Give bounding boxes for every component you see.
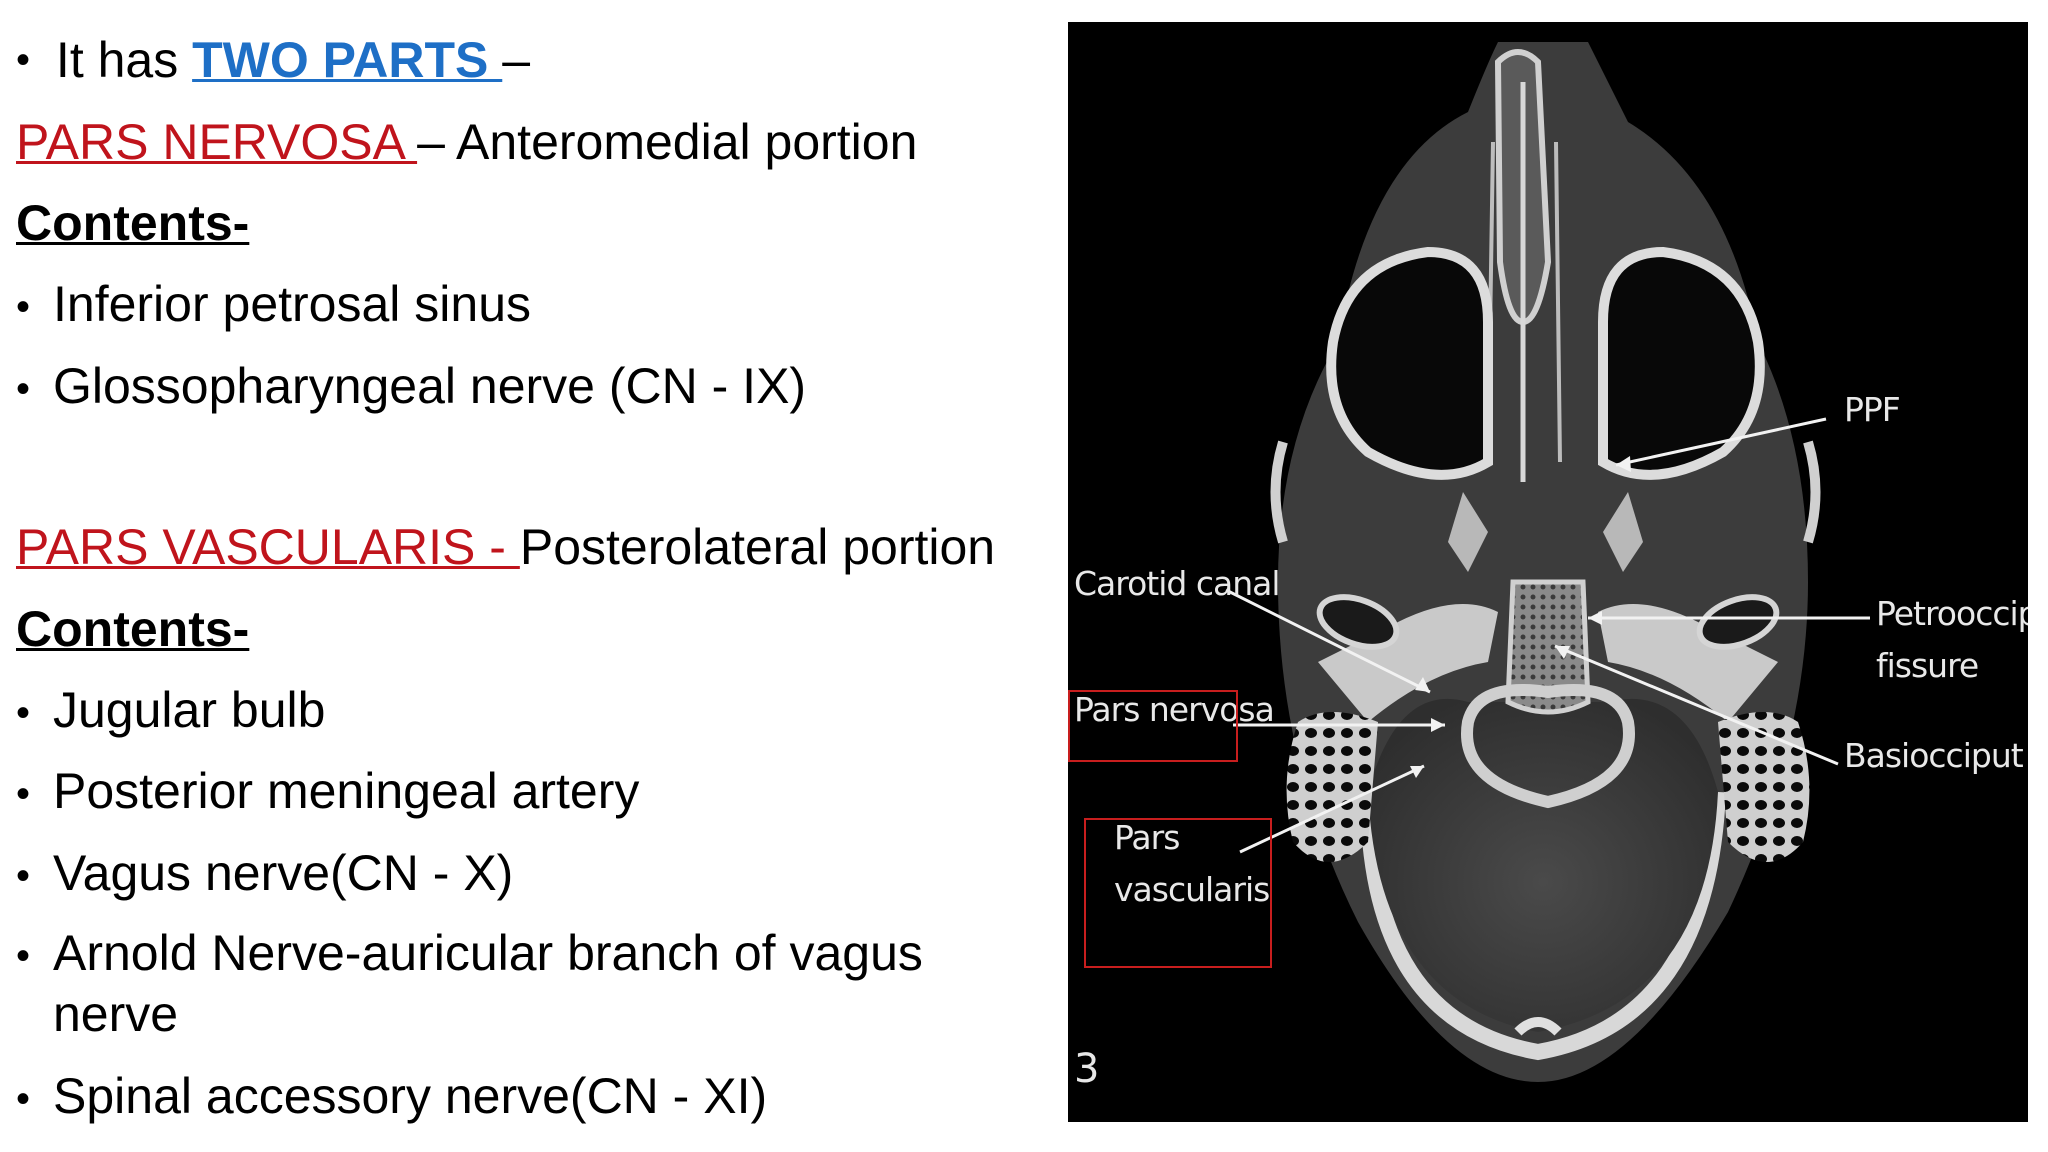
pars-vascularis-heading: PARS VASCULARIS - Posterolateral portion [16, 519, 995, 577]
label-pars-nervosa: Pars nervosa [1074, 690, 1275, 729]
label-fissure: fissure [1876, 646, 1979, 685]
bullet: • [16, 772, 31, 816]
ct-scan-figure: PPF Carotid canal Petrooccipital fissure… [1068, 22, 2028, 1122]
label-carotid-canal: Carotid canal [1074, 564, 1281, 603]
contents-label-nervosa: Contents- [16, 195, 250, 251]
list-item: Jugular bulb [53, 682, 326, 738]
label-basiocciput: Basiocciput [1844, 736, 2024, 775]
label-vascularis: vascularis [1114, 870, 1270, 909]
bullet: • [16, 367, 31, 411]
bullet: • [16, 38, 31, 82]
pars-vascularis-title: PARS VASCULARIS - [16, 519, 520, 575]
label-petrooccipital: Petrooccipital [1876, 594, 2028, 633]
pars-nervosa-box [1068, 690, 1238, 762]
ct-skull-illustration [1225, 42, 1870, 1082]
bullet: • [16, 285, 31, 329]
bullet: • [16, 934, 31, 978]
list-item-continuation: nerve [53, 986, 179, 1042]
figure-number: 3 [1074, 1046, 1099, 1092]
pars-nervosa-title: PARS NERVOSA [16, 114, 418, 170]
pars-nervosa-heading: PARS NERVOSA – Anteromedial portion [16, 114, 917, 172]
list-item: Inferior petrosal sinus [53, 276, 532, 332]
contents-label-vascularis: Contents- [16, 601, 250, 657]
list-item: Posterior meningeal artery [53, 763, 640, 819]
bullet: • [16, 1077, 31, 1121]
list-item: Arnold Nerve-auricular branch of vagus [53, 925, 923, 981]
pars-vascularis-box [1084, 818, 1272, 968]
label-pars: Pars [1114, 818, 1180, 857]
pars-vascularis-desc: Posterolateral portion [519, 519, 996, 575]
intro-suffix: – [502, 32, 531, 88]
bullet: • [16, 854, 31, 898]
list-item: Spinal accessory nerve(CN - XI) [53, 1068, 768, 1124]
list-item: Vagus nerve(CN - X) [53, 845, 514, 901]
pars-nervosa-desc: – Anteromedial portion [417, 114, 918, 170]
label-ppf: PPF [1844, 390, 1901, 429]
two-parts-highlight: TWO PARTS [192, 32, 503, 88]
intro-prefix: It has [55, 32, 193, 88]
bullet: • [16, 691, 31, 735]
list-item: Glossopharyngeal nerve (CN - IX) [53, 358, 807, 414]
intro-line: • It has TWO PARTS – [16, 32, 530, 90]
